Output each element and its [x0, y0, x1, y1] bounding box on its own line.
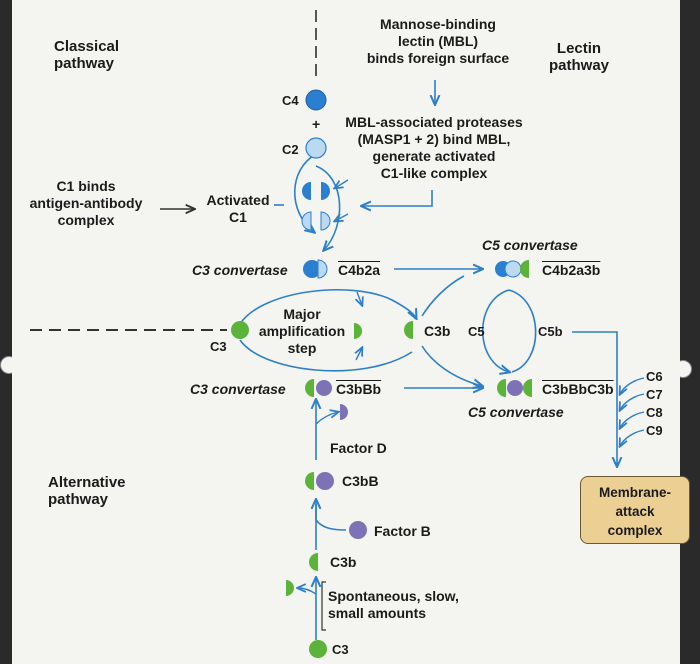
factor-b-join-arrow: [315, 504, 347, 550]
masp-text: MBL-associated proteases (MASP1 + 2) bin…: [345, 114, 523, 181]
c4a-release-arrow: [335, 179, 349, 188]
spontaneous-bracket: [321, 581, 326, 631]
alternative-pathway-title: Alternative pathway: [48, 474, 126, 508]
c9-join-arrow: [620, 429, 645, 446]
factor-b-label: Factor B: [374, 523, 431, 539]
alt-c3b-label: C3b: [330, 554, 357, 570]
c2-label: C2: [282, 142, 299, 157]
ba-fragment-icon: [340, 404, 348, 420]
pathway-diagram-graphics: [30, 10, 645, 658]
c1-binds-text: C1 binds antigen-antibody complex: [29, 178, 143, 228]
factor-d-release-arrow: [315, 412, 338, 425]
textbook-page: Classical pathway Lectin pathway Alterna…: [12, 0, 690, 664]
masp-to-c1-arrow: [362, 190, 433, 206]
plus-label: +: [312, 116, 321, 132]
c3bbbc3b-molecule-icon: [497, 379, 532, 397]
c2b-release-arrow: [335, 214, 349, 221]
activated-c1-cleavage-bottom-icon: [301, 211, 331, 231]
c4b2a3b-molecule-icon: [495, 260, 529, 278]
c4b2a-molecule-icon: [303, 259, 328, 279]
c7-join-arrow: [620, 393, 645, 410]
spontaneous-c3a-fragment-icon: [286, 580, 294, 596]
alt-c3-molecule-icon: [309, 640, 327, 658]
spontaneous-text: Spontaneous, slow, small amounts: [328, 588, 459, 621]
activated-c1-text: Activated C1: [206, 192, 270, 225]
c2-molecule-icon: [305, 137, 327, 159]
alt-c3-label: C3: [332, 642, 349, 657]
classical-pathway-title: Classical pathway: [54, 38, 120, 72]
mbl-binding-text: Mannose-binding lectin (MBL) binds forei…: [366, 16, 510, 66]
c3a-fragment-icon: [354, 323, 362, 339]
c3bbb-molecule-icon: [305, 379, 332, 397]
c3-molecule-icon: [231, 321, 249, 339]
c3-convertase-alternative-label: C3 convertase: [190, 381, 286, 397]
major-amplification-text: Major amplification step: [258, 306, 346, 356]
c2-cleavage-loop: [315, 165, 341, 250]
c5-cleavage-loop-left: [481, 289, 509, 372]
c5-cleavage-loop-right: [508, 289, 537, 373]
c6-join-arrow: [620, 377, 645, 394]
c3bbb-label: C3bBb: [336, 381, 382, 397]
amplification-loop-bottom: [239, 339, 413, 372]
c8-label: C8: [646, 405, 663, 420]
c5b-to-mac-arrow: [572, 331, 617, 466]
c3bbbc3b-label: C3bBbC3b: [542, 381, 614, 397]
factor-b-molecule-icon: [349, 521, 367, 539]
c3-convertase-classical-label: C3 convertase: [192, 262, 288, 278]
amplification-c3-label: C3: [210, 339, 227, 354]
c3bb-label: C3bB: [342, 473, 379, 489]
amplification-c3b-label: C3b: [424, 323, 451, 339]
amplification-loop-top: [239, 288, 416, 325]
c5b-label: C5b: [538, 324, 563, 339]
c3bb-molecule-icon: [305, 472, 334, 490]
c3b-to-c3bbbc3b-arrow: [421, 345, 482, 386]
membrane-attack-complex-label: Membrane- attack complex: [598, 485, 671, 538]
membrane-attack-complex-box: Membrane- attack complex: [580, 476, 690, 544]
alt-c3b-molecule-icon: [309, 553, 318, 571]
amplification-side-arrow-bottom: [356, 348, 362, 361]
c3a-release-arrow: [298, 588, 317, 595]
c7-label: C7: [646, 387, 663, 402]
c4b2a-label: C4b2a: [338, 262, 381, 278]
c4-label: C4: [282, 93, 299, 108]
factor-d-label: Factor D: [330, 440, 387, 456]
c9-label: C9: [646, 423, 663, 438]
c3b-to-c4b2a3b-arrow: [421, 275, 465, 317]
c3b-molecule-icon: [404, 321, 413, 339]
activated-c1-cleavage-top-icon: [302, 182, 330, 200]
c5-label: C5: [468, 324, 485, 339]
lectin-pathway-title: Lectin pathway: [548, 40, 609, 74]
c8-join-arrow: [620, 411, 645, 428]
c4b2a3b-label: C4b2a3b: [542, 262, 601, 278]
c5-convertase-top-label: C5 convertase: [482, 237, 578, 253]
c4-molecule-icon: [305, 89, 327, 111]
c6-label: C6: [646, 369, 663, 384]
amplification-side-arrow-top: [357, 291, 362, 305]
c5-convertase-bottom-label: C5 convertase: [468, 404, 564, 420]
